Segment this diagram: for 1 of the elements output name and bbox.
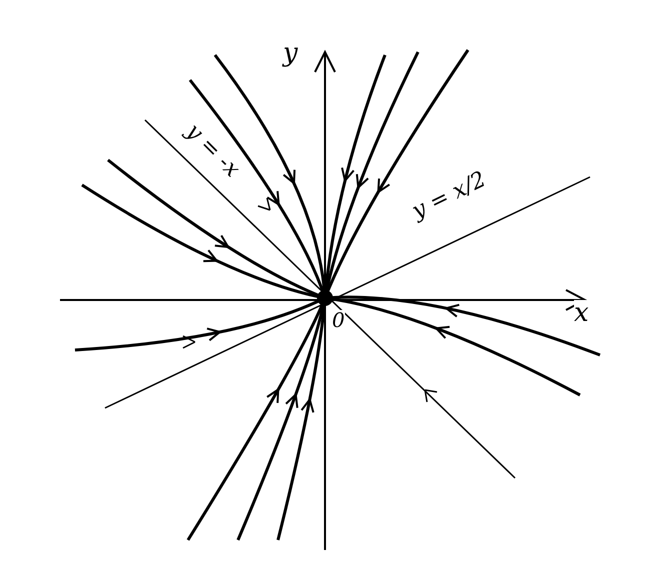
axis-label: 0 <box>332 310 345 330</box>
